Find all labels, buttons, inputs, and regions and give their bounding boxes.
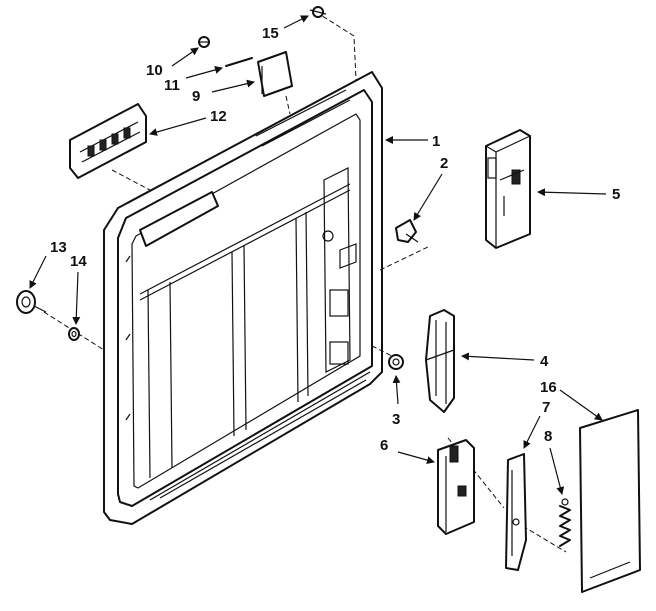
part-16-panel-plate [579,409,641,593]
callout-8: 8 [544,428,552,445]
part-4-latch [425,309,455,413]
callout-16: 16 [540,379,557,396]
callout-9: 9 [192,88,200,105]
callout-6: 6 [380,437,388,454]
leader-lines [29,15,607,495]
part-8-spring [559,498,571,547]
callout-15: 15 [262,25,279,42]
callout-12: 12 [210,108,227,125]
alignment-line [315,11,357,81]
callout-4: 4 [540,353,549,370]
alignment-line [111,169,151,191]
part-10-screw [198,36,210,48]
callout-1: 1 [432,133,440,150]
part-2-clip [395,219,419,243]
part-5-latch-housing [485,129,531,249]
part-9-cover [257,51,293,97]
alignment-line [379,245,431,271]
part-7-lever [505,453,527,571]
part-3-nut [388,354,404,370]
callout-13: 13 [50,239,67,256]
part-13-knob [16,290,47,314]
part-15-screw [309,6,327,18]
callout-3: 3 [392,411,400,428]
callout-14: 14 [70,253,87,270]
callout-11: 11 [164,77,180,94]
part-12-handle [69,103,147,179]
alignment-line [371,345,393,357]
callout-labels: 15 10 11 9 12 1 2 5 4 3 6 16 7 8 13 14 [50,25,620,454]
part-14-washer [68,327,80,341]
part-11-pin [225,57,253,67]
callout-5: 5 [612,186,620,203]
door-inner-panel [103,71,383,525]
alignment-line [285,95,291,115]
callout-2: 2 [440,155,448,172]
alignment-line [447,437,505,509]
part-6-switch-bracket [437,439,475,535]
callout-7: 7 [542,399,550,416]
callout-10: 10 [146,62,163,79]
